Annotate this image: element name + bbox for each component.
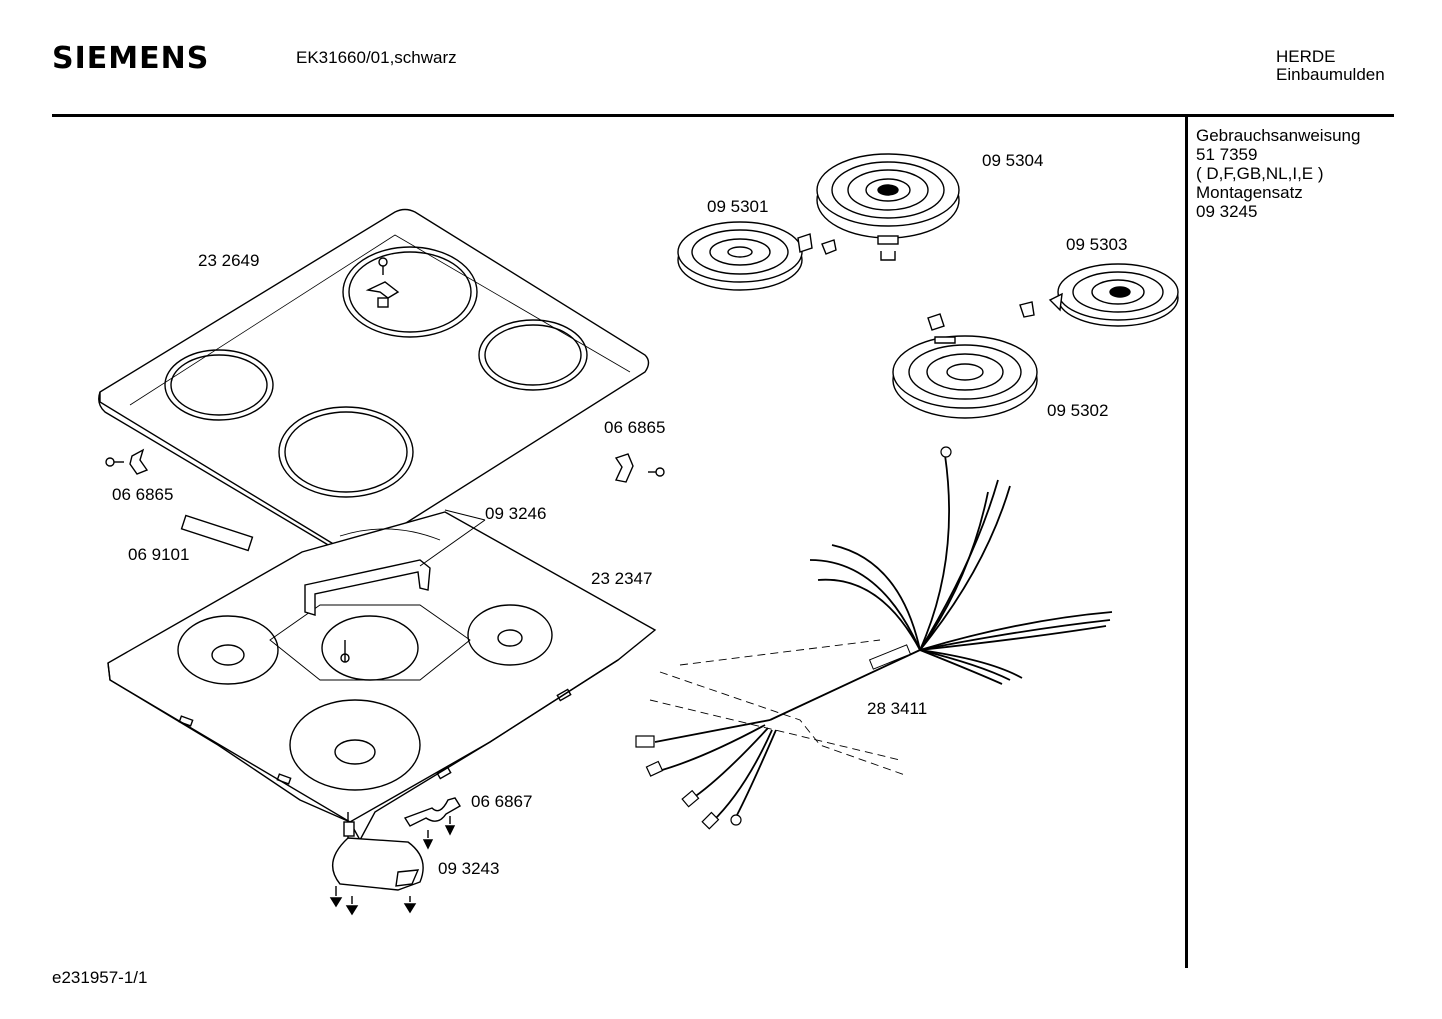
label-066867: 06 6867	[471, 792, 532, 811]
label-095301: 09 5301	[707, 197, 768, 216]
sidebar-line-4: Montagensatz	[1196, 183, 1303, 202]
sidebar-line-2: 51 7359	[1196, 145, 1258, 164]
label-066865-right: 06 6865	[604, 418, 665, 437]
clip-left	[105, 448, 149, 475]
label-232649: 23 2649	[198, 251, 259, 270]
heating-element-095304	[816, 153, 960, 261]
sidebar-notes: Gebrauchsanweisung 51 7359 ( D,F,GB,NL,I…	[1196, 126, 1360, 221]
gasket-strip	[180, 514, 254, 552]
heating-element-095302	[892, 313, 1038, 419]
heating-element-095303	[1019, 263, 1179, 327]
label-066865-left: 06 6865	[112, 485, 173, 504]
heating-element-095301	[677, 221, 837, 291]
sidebar-line-5: 09 3245	[1196, 202, 1258, 221]
drawing-code: e231957-1/1	[52, 968, 148, 987]
model-number: EK31660/01,schwarz	[296, 48, 457, 67]
category-line-2: Einbaumulden	[1276, 65, 1385, 84]
cooking-zone-back	[342, 246, 478, 338]
sidebar-line-3: ( D,F,GB,NL,I,E )	[1196, 164, 1324, 183]
sidebar-divider	[1185, 116, 1188, 968]
bracket-part	[304, 528, 441, 616]
clip-right	[614, 453, 665, 483]
brand-logo: SIEMENS	[52, 41, 210, 76]
exploded-view-drawing: 23 2649 09 5301 09 5304 09 5303 09 5302 …	[98, 151, 1179, 916]
cooktop-plate	[98, 208, 650, 557]
label-095303: 09 5303	[1066, 235, 1127, 254]
category: HERDE Einbaumulden	[1276, 48, 1385, 84]
label-093246: 09 3246	[485, 504, 546, 523]
cable-clamp	[403, 797, 461, 850]
cooking-zone-left	[164, 349, 274, 421]
category-line-1: HERDE	[1276, 47, 1336, 66]
label-232347: 23 2347	[591, 569, 652, 588]
cover-plate	[329, 812, 424, 916]
label-093243: 09 3243	[438, 859, 499, 878]
label-095302: 09 5302	[1047, 401, 1108, 420]
label-095304: 09 5304	[982, 151, 1043, 170]
leader-lines	[419, 509, 486, 567]
wiring-harness	[635, 446, 1113, 830]
label-069101: 06 9101	[128, 545, 189, 564]
base-tray	[107, 511, 657, 842]
label-283411: 28 3411	[867, 699, 927, 718]
cooking-zone-right	[478, 319, 588, 391]
cooking-zone-front	[278, 406, 414, 498]
header-divider	[52, 114, 1394, 117]
sidebar-line-1: Gebrauchsanweisung	[1196, 126, 1361, 145]
